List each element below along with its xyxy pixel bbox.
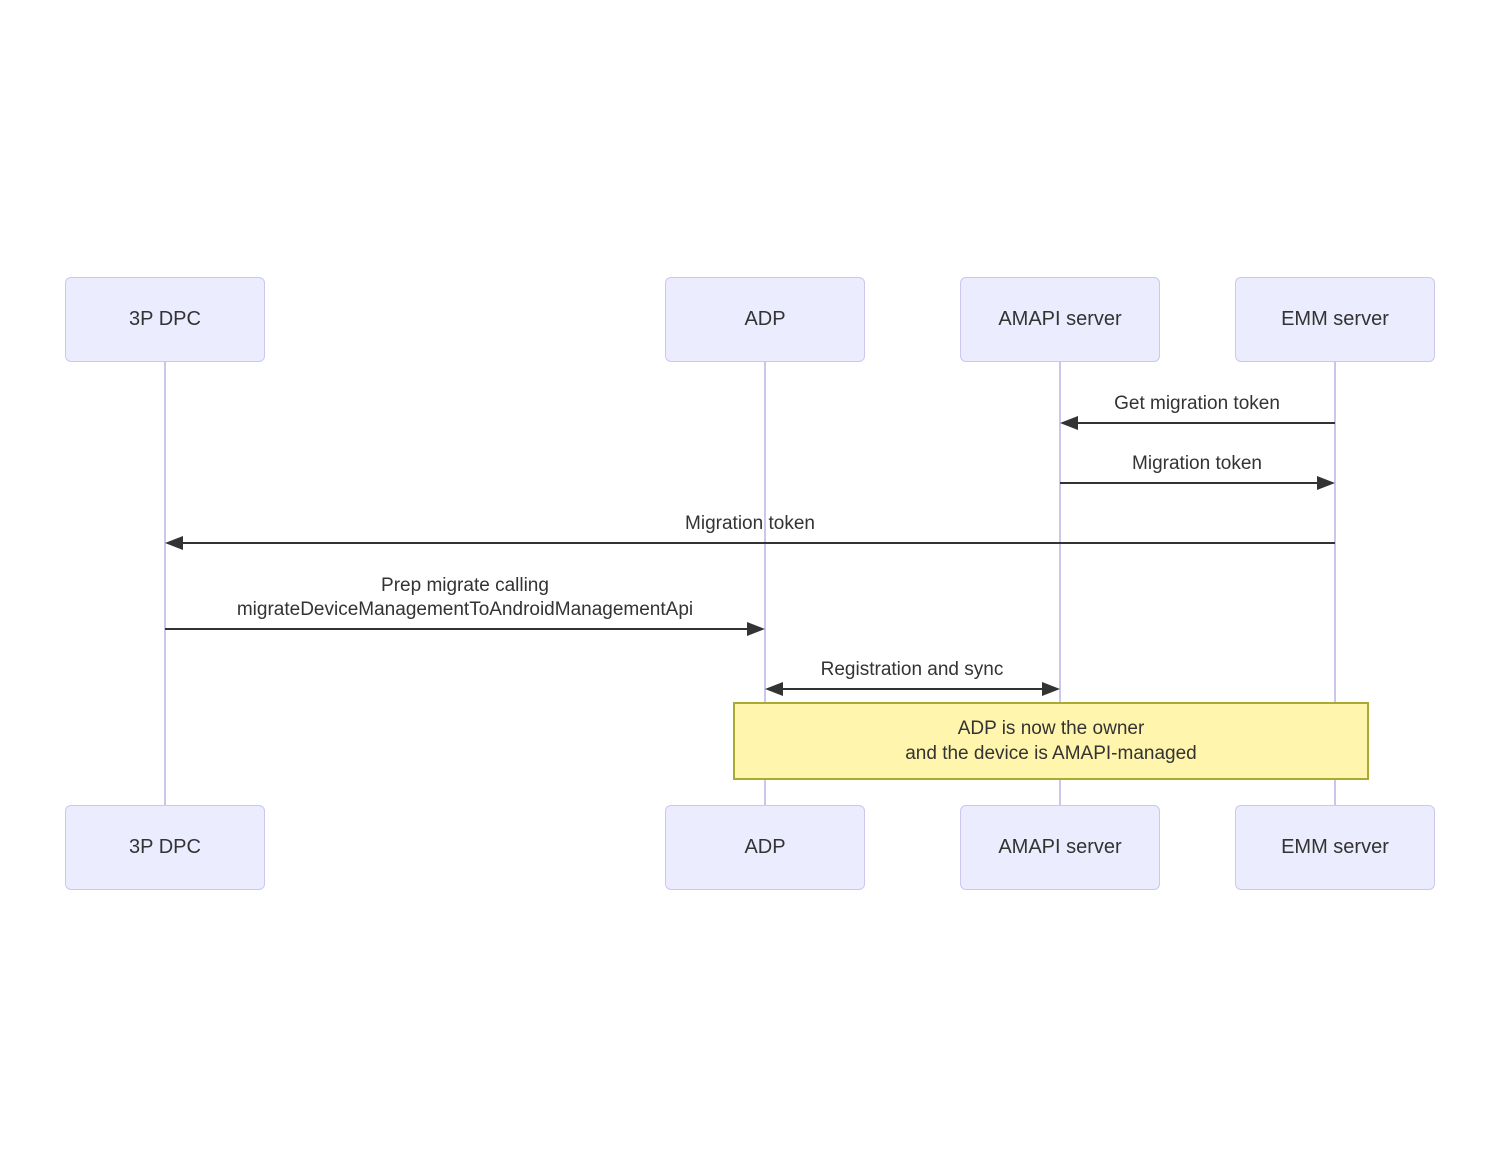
arrowhead-icon bbox=[1317, 476, 1335, 490]
actor-label: EMM server bbox=[1281, 836, 1389, 858]
actor-label: AMAPI server bbox=[998, 308, 1122, 330]
actor-label: AMAPI server bbox=[998, 836, 1122, 858]
actor-adp-bottom: ADP bbox=[665, 805, 865, 890]
lifeline-emm-server bbox=[1334, 361, 1336, 805]
actor-adp-top: ADP bbox=[665, 277, 865, 362]
arrowhead-icon bbox=[747, 622, 765, 636]
actor-3p-dpc-top: 3P DPC bbox=[65, 277, 265, 362]
actor-emm-server-bottom: EMM server bbox=[1235, 805, 1435, 890]
message-arrow-migration-token-to-3p-dpc bbox=[181, 542, 1335, 544]
arrowhead-icon bbox=[1060, 416, 1078, 430]
actor-label: 3P DPC bbox=[129, 308, 201, 330]
note-line: and the device is AMAPI-managed bbox=[905, 743, 1197, 764]
actor-label: EMM server bbox=[1281, 308, 1389, 330]
message-label-prep-migrate: Prep migrate calling migrateDeviceManage… bbox=[145, 574, 785, 622]
arrowhead-icon bbox=[765, 682, 783, 696]
actor-amapi-server-bottom: AMAPI server bbox=[960, 805, 1160, 890]
arrowhead-icon bbox=[1042, 682, 1060, 696]
actor-amapi-server-top: AMAPI server bbox=[960, 277, 1160, 362]
message-label-line: Prep migrate calling bbox=[381, 575, 549, 596]
lifeline-3p-dpc bbox=[164, 361, 166, 805]
message-label-line: migrateDeviceManagementToAndroidManageme… bbox=[236, 599, 694, 620]
message-label-registration-and-sync: Registration and sync bbox=[820, 659, 1004, 680]
message-label-migration-token-to-emm: Migration token bbox=[1132, 453, 1262, 474]
message-arrow-registration-and-sync bbox=[781, 688, 1044, 690]
actor-label: ADP bbox=[744, 308, 786, 330]
actor-emm-server-top: EMM server bbox=[1235, 277, 1435, 362]
note-line: ADP is now the owner bbox=[957, 718, 1145, 739]
lifeline-adp bbox=[764, 361, 766, 805]
arrowhead-icon bbox=[165, 536, 183, 550]
message-label-get-migration-token: Get migration token bbox=[1114, 393, 1280, 414]
message-arrow-prep-migrate bbox=[165, 628, 747, 630]
message-arrow-migration-token-to-emm bbox=[1060, 482, 1319, 484]
lifeline-amapi-server bbox=[1059, 361, 1061, 805]
message-label-migration-token-to-3p-dpc: Migration token bbox=[685, 513, 815, 534]
message-arrow-get-migration-token bbox=[1076, 422, 1335, 424]
actor-label: 3P DPC bbox=[129, 836, 201, 858]
actor-label: ADP bbox=[744, 836, 786, 858]
note-adp-owner: ADP is now the owner and the device is A… bbox=[733, 702, 1369, 780]
actor-3p-dpc-bottom: 3P DPC bbox=[65, 805, 265, 890]
